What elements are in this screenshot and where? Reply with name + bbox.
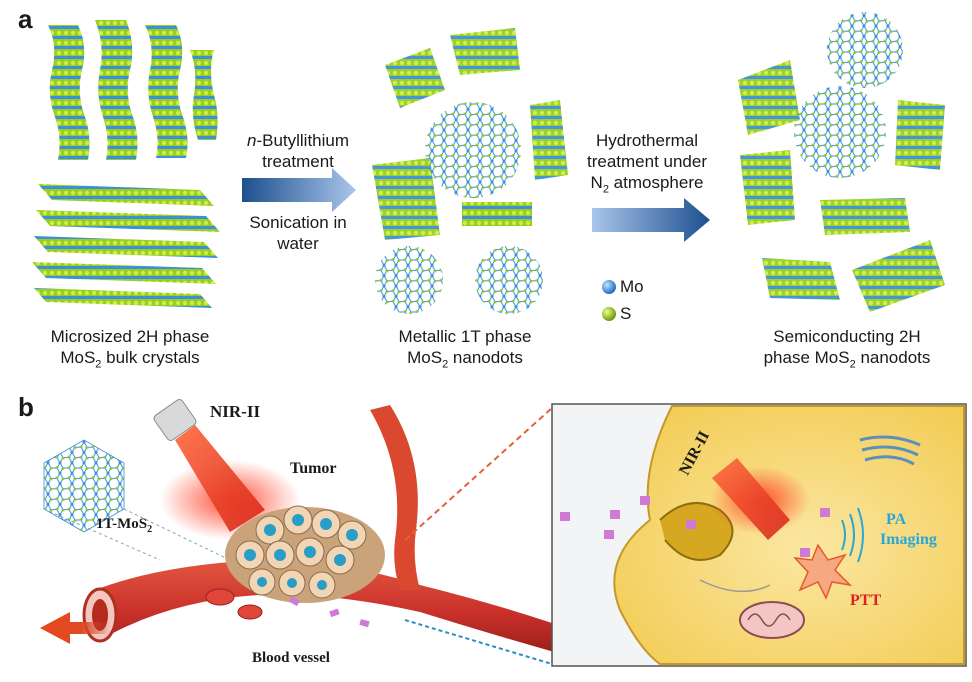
step1-label-bottom: Sonication in water	[218, 212, 378, 254]
tumor-cluster	[225, 505, 385, 628]
s-legend-dot	[602, 307, 616, 321]
cell-zoom-panel	[551, 403, 967, 667]
legend-s-label: S	[620, 304, 632, 323]
panel-label-a: a	[18, 4, 33, 34]
step2-line1: Hydrothermal	[595, 131, 699, 150]
legend-mo-label: Mo	[620, 277, 644, 296]
reaction-arrow-1	[242, 168, 356, 212]
step1-sonication: Sonication in	[249, 213, 347, 232]
step1-treatment: treatment	[262, 152, 334, 171]
step2-line3: N2 atmosphere	[590, 173, 704, 196]
blood-vessel	[40, 405, 600, 665]
label-blood-vessel: Blood vessel	[252, 650, 330, 666]
label-1t-mos2: 1T-MoS2	[96, 516, 153, 535]
step2-line2: treatment under	[586, 152, 707, 171]
bulk-crystal-lower	[32, 184, 220, 308]
step1-italic-n: n	[246, 131, 257, 150]
step1-label-top: n-Butyllithium treatment	[218, 130, 378, 172]
caption-semiconducting: Semiconducting 2H phase MoS2 nanodots	[763, 327, 931, 371]
1t-mos2-hexagon	[43, 439, 125, 533]
bulk-crystal-upper	[48, 20, 218, 160]
step1-water: water	[277, 234, 319, 253]
mo-legend-dot	[602, 280, 616, 294]
step1-reagent: -Butyllithium	[256, 131, 350, 150]
caption-bulk: Microsized 2H phase MoS2 bulk crystals	[50, 327, 210, 371]
label-nir-laser: NIR-II	[210, 402, 261, 421]
metallic-1t-nanodots	[372, 28, 568, 314]
panel-label-b: b	[18, 392, 34, 422]
semiconducting-2h-nanodots	[738, 12, 945, 312]
label-ptt: PTT	[850, 592, 882, 609]
label-pa-imaging: PA Imaging	[880, 511, 937, 548]
caption-metallic: Metallic 1T phase MoS2 nanodots	[398, 327, 532, 371]
label-tumor: Tumor	[290, 460, 337, 477]
step2-label: Hydrothermal treatment under N2 atmosphe…	[572, 130, 722, 200]
reaction-arrow-2	[592, 198, 710, 242]
